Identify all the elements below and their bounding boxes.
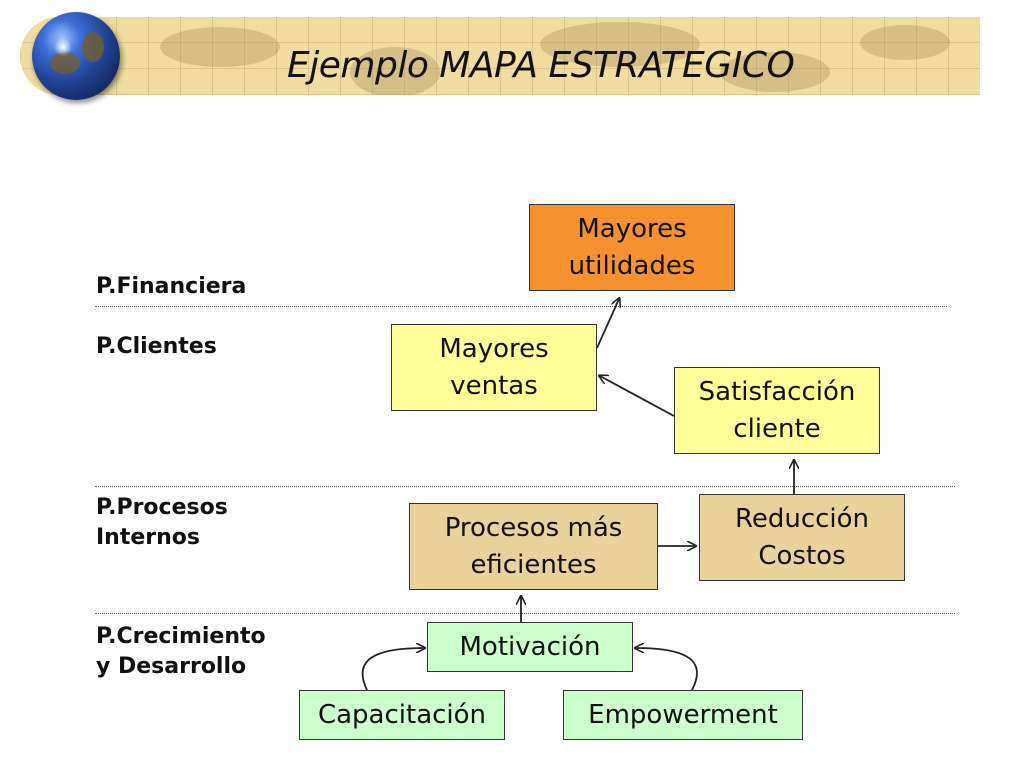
arrow-empowerment-to-motivacion (636, 648, 698, 691)
node-motivacion: Motivación (427, 622, 633, 672)
node-reduccion-costos: Reducción Costos (699, 494, 905, 581)
globe-icon (32, 12, 120, 100)
arrow-capacitacion-to-motivacion (361, 648, 424, 691)
lane-separator (95, 486, 955, 487)
lane-label-clientes: P.Clientes (96, 334, 217, 359)
node-mayores-ventas: Mayores ventas (391, 324, 597, 411)
node-satisfaccion-cliente: Satisfacción cliente (674, 367, 880, 454)
lane-label-financiera: P.Financiera (96, 274, 247, 299)
lane-separator (95, 613, 955, 614)
node-mayores-utilidades: Mayores utilidades (529, 204, 735, 291)
lane-separator (95, 306, 947, 307)
arrow-satisfaccion-to-ventas (600, 376, 675, 417)
node-capacitacion: Capacitación (299, 690, 505, 740)
node-procesos-eficientes: Procesos más eficientes (409, 503, 658, 590)
page-title: Ejemplo MAPA ESTRATEGICO (287, 45, 795, 86)
arrow-ventas-to-utilidades (596, 299, 619, 349)
title-banner (20, 17, 980, 95)
lane-label-procesos: P.Procesos Internos (96, 495, 228, 550)
node-empowerment: Empowerment (563, 690, 803, 740)
lane-label-crecimiento: P.Crecimiento y Desarrollo (96, 624, 266, 679)
